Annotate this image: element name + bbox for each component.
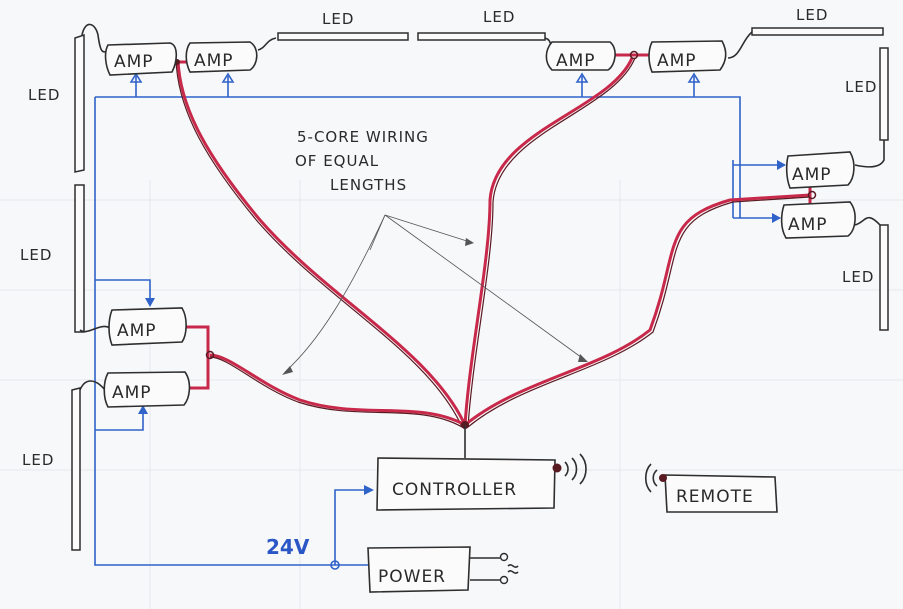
led-left-lower — [71, 387, 81, 551]
amp-left-lower: AMP — [103, 371, 191, 408]
led-strips: LED LED LED LED LED LED LED LED — [20, 6, 889, 551]
controller: CONTROLLER — [376, 425, 587, 511]
led-connections — [79, 23, 885, 391]
amp-top-right-1: AMP — [545, 41, 616, 71]
amp-label: AMP — [112, 383, 152, 403]
amp-top-right-2: AMP — [648, 40, 727, 73]
amp-label: AMP — [194, 51, 234, 71]
mains-plug-icon — [470, 552, 519, 585]
amplifiers: AMP AMP AMP AMP AMP AMP AMP AMP — [103, 40, 856, 408]
annotation-line-2: OF EQUAL — [295, 152, 379, 170]
amp-right-upper: AMP — [785, 151, 855, 189]
amp-label: AMP — [657, 51, 697, 71]
led-left-middle-label: LED — [20, 246, 52, 264]
amp-right-lower: AMP — [780, 201, 856, 239]
controller-antenna-icon — [552, 463, 562, 473]
led-top-3-label: LED — [796, 6, 828, 24]
led-top-2-label: LED — [483, 8, 515, 26]
annotation-text: 5-CORE WIRING OF EQUAL LENGTHS — [295, 128, 429, 194]
led-left-middle — [74, 184, 85, 333]
wireless-signal-icon — [564, 453, 587, 485]
led-top-1-label: LED — [322, 10, 354, 28]
led-left-upper — [74, 33, 85, 173]
annotation-line-3: LENGTHS — [330, 176, 407, 194]
power-label: POWER — [378, 567, 446, 587]
remote-label: REMOTE — [676, 487, 754, 507]
led-right-upper-label: LED — [845, 78, 877, 96]
amp-label: AMP — [788, 215, 828, 235]
power-supply: POWER — [340, 546, 519, 593]
amp-label: AMP — [556, 51, 596, 71]
remote-antenna-icon — [659, 474, 667, 482]
led-top-1 — [277, 32, 409, 41]
annotation-arrows — [282, 214, 588, 375]
controller-label: CONTROLLER — [392, 480, 517, 500]
power-bus — [94, 72, 786, 570]
amp-top-left-2: AMP — [185, 41, 258, 73]
signal-wiring — [168, 50, 817, 429]
led-right-lower-label: LED — [842, 268, 874, 286]
remote: REMOTE — [644, 463, 778, 513]
led-left-lower-label: LED — [22, 451, 54, 469]
amp-top-left-1: AMP — [104, 42, 178, 76]
remote-signal-icon — [644, 463, 658, 493]
amp-label: AMP — [114, 52, 154, 72]
voltage-label: 24V — [266, 535, 310, 559]
led-right-lower — [879, 224, 889, 331]
led-top-2 — [417, 32, 546, 41]
amp-left-upper: AMP — [108, 307, 187, 346]
annotation-line-1: 5-CORE WIRING — [297, 128, 429, 146]
led-right-upper — [879, 47, 889, 141]
amp-label: AMP — [792, 165, 832, 185]
led-top-3 — [751, 27, 884, 36]
led-left-upper-label: LED — [28, 86, 60, 104]
amp-label: AMP — [117, 321, 157, 341]
